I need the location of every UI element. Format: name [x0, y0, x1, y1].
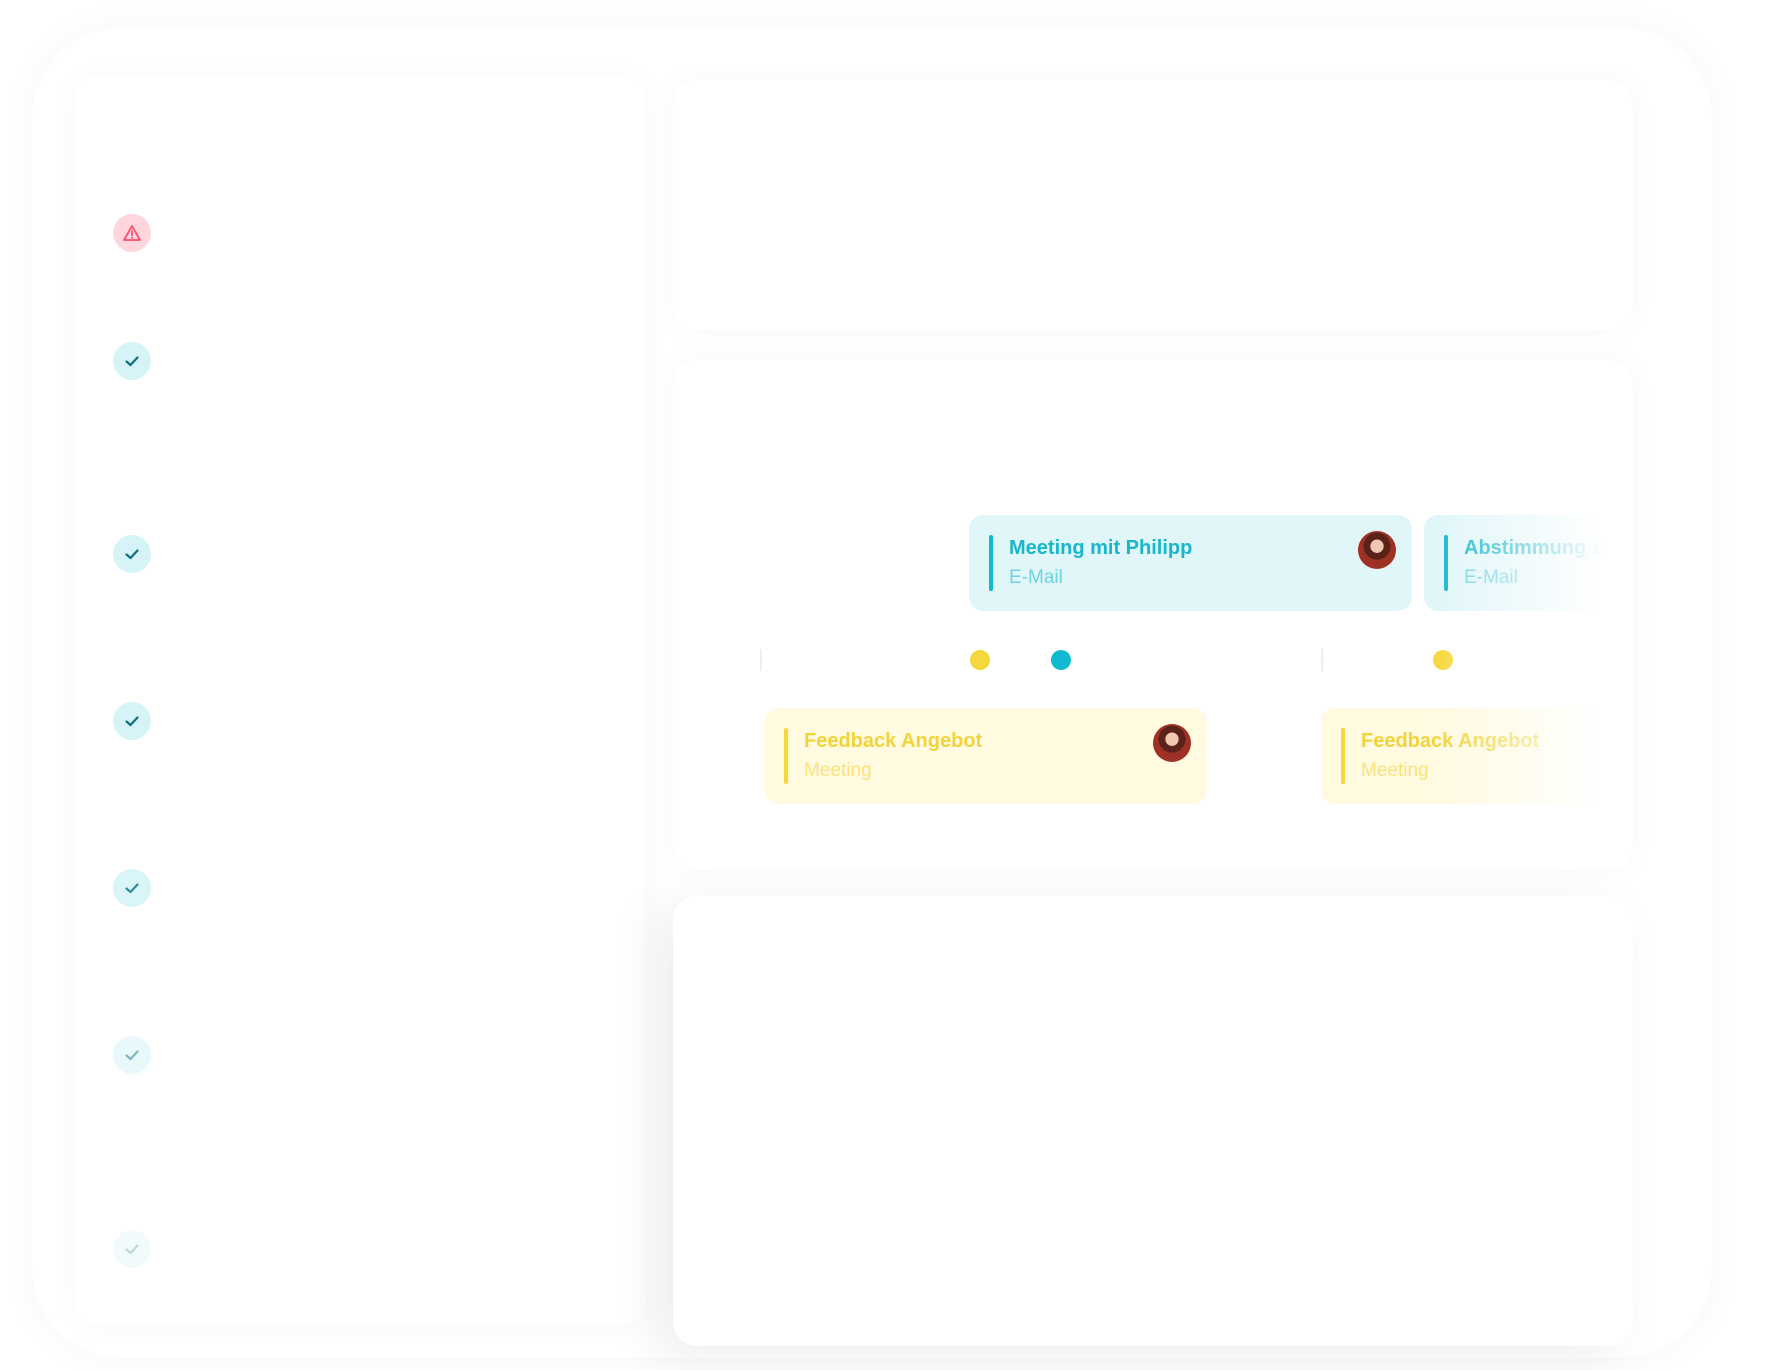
event-type: Meeting — [1361, 760, 1429, 781]
done-status-badge — [113, 1036, 151, 1074]
warning-triangle-icon — [123, 225, 141, 241]
event-title: Feedback Angebot — [1361, 730, 1540, 752]
event-accent-bar — [784, 728, 788, 784]
done-status-badge — [113, 1230, 151, 1268]
done-status-badge — [113, 702, 151, 740]
timeline-event[interactable]: Feedback Angebot Meeting — [1321, 708, 1633, 804]
check-icon — [125, 356, 139, 367]
timeline-card: Meeting mit Philipp E-Mail Abstimmung zu… — [673, 360, 1633, 870]
timeline-tick — [760, 649, 762, 671]
timeline-dot[interactable] — [1051, 650, 1071, 670]
check-icon — [125, 1244, 139, 1255]
timeline-event[interactable]: Feedback Angebot Meeting — [764, 708, 1207, 804]
timeline-event[interactable]: Abstimmung zu Fe E-Mail — [1424, 515, 1633, 611]
event-title: Feedback Angebot — [804, 730, 983, 752]
avatar[interactable] — [1358, 531, 1396, 569]
check-icon — [125, 1050, 139, 1061]
task-list-panel — [75, 76, 645, 1326]
check-icon — [125, 716, 139, 727]
timeline-event[interactable]: Meeting mit Philipp E-Mail — [969, 515, 1412, 611]
check-icon — [125, 549, 139, 560]
done-status-badge — [113, 869, 151, 907]
event-accent-bar — [1444, 535, 1448, 591]
timeline-dot[interactable] — [1433, 650, 1453, 670]
done-status-badge — [113, 342, 151, 380]
avatar[interactable] — [1153, 724, 1191, 762]
warning-status-badge — [113, 214, 151, 252]
event-type: E-Mail — [1009, 567, 1063, 588]
overview-card — [673, 80, 1633, 330]
timeline-tick — [1321, 649, 1323, 671]
event-accent-bar — [1341, 728, 1345, 784]
detail-card — [673, 896, 1633, 1346]
done-status-badge — [113, 535, 151, 573]
event-type: Meeting — [804, 760, 872, 781]
event-accent-bar — [989, 535, 993, 591]
timeline-dot[interactable] — [970, 650, 990, 670]
event-title: Meeting mit Philipp — [1009, 537, 1193, 559]
check-icon — [125, 883, 139, 894]
event-type: E-Mail — [1464, 567, 1518, 588]
event-title: Abstimmung zu Fe — [1464, 537, 1633, 559]
